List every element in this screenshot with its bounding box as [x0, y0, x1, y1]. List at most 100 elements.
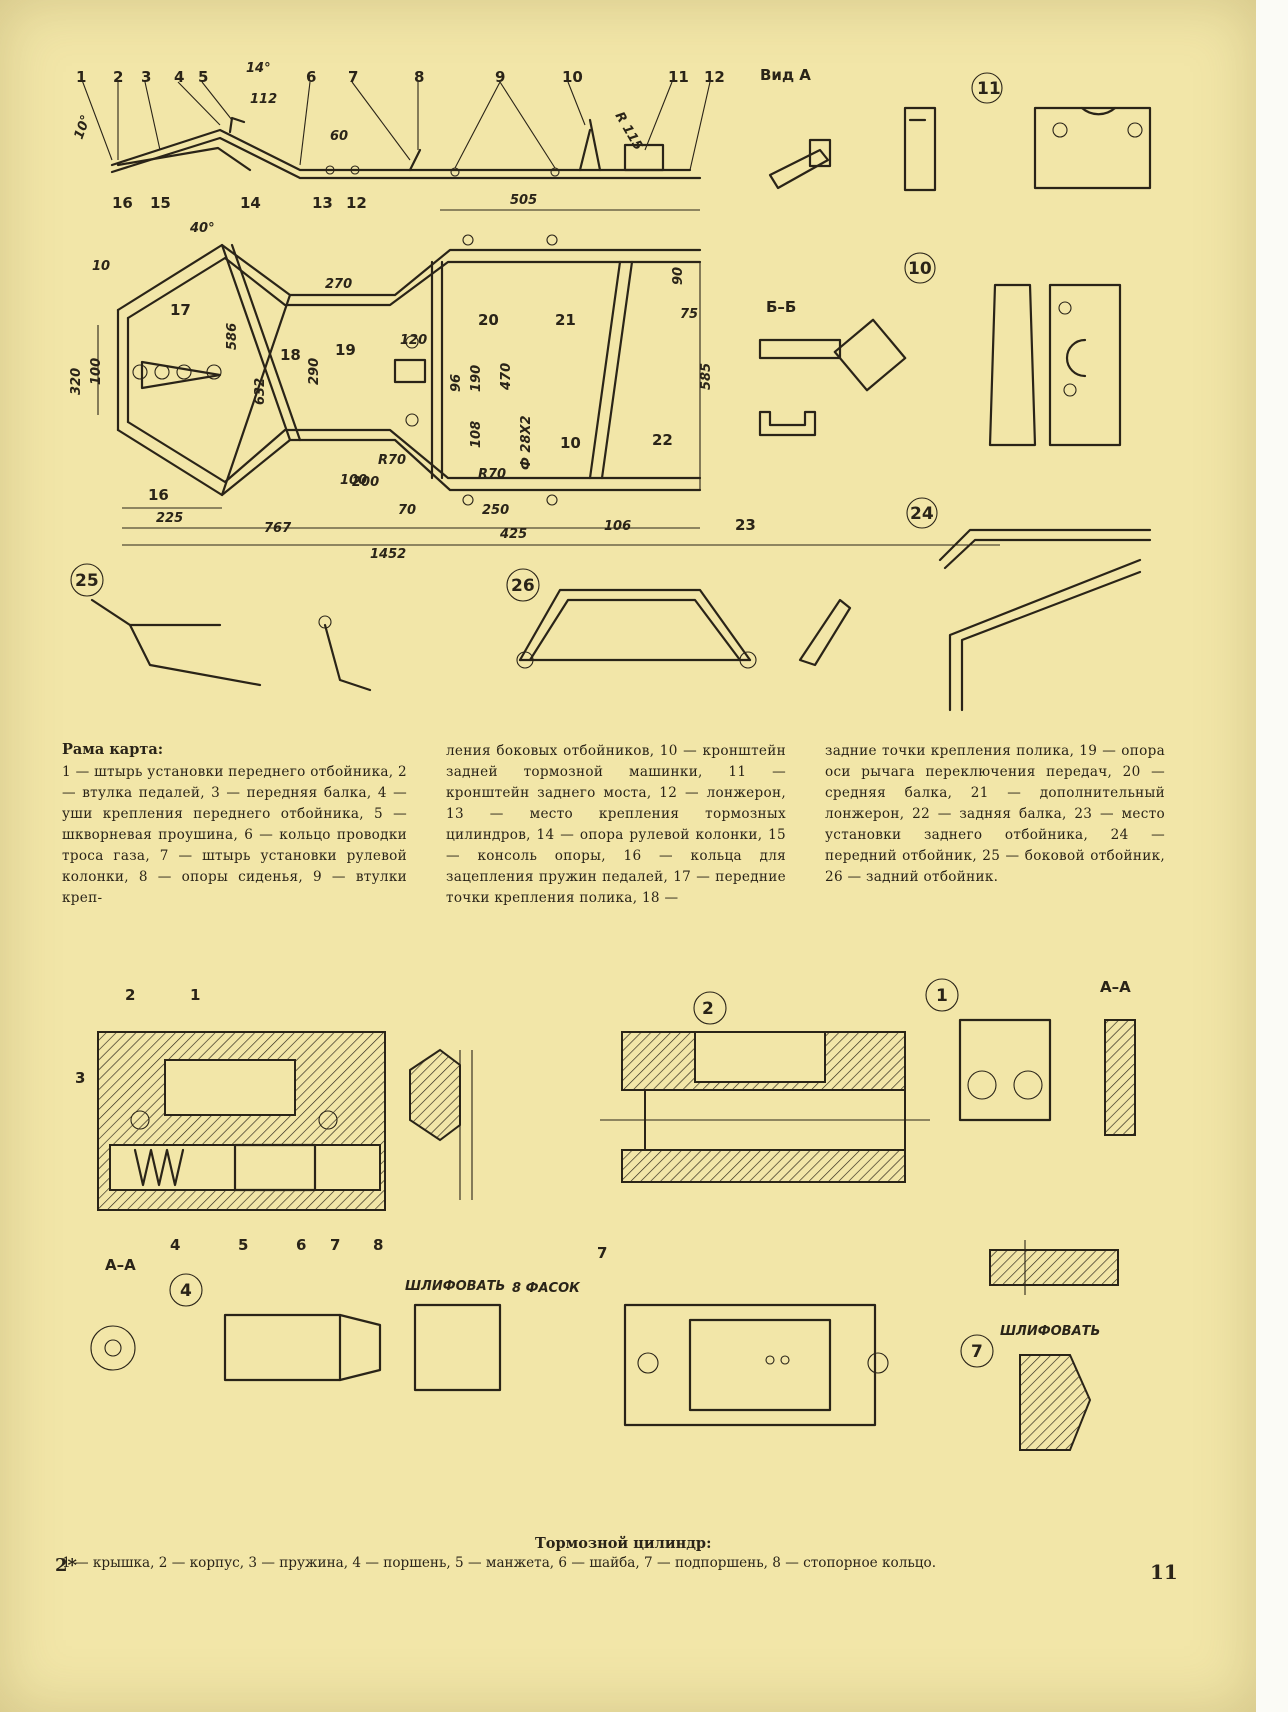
bc-callout-4: 4 [170, 1236, 180, 1254]
callout-23: 23 [735, 516, 756, 534]
dim-r70b: R70 [478, 467, 506, 482]
frame-caption-col2: ления боковых отбойников, 10 — кронштейн… [446, 743, 786, 906]
dim-585: 585 [699, 363, 714, 390]
part-7b-number: 7 [971, 1342, 983, 1362]
part-7-detail: 7 ШЛИФОВАТЬ [960, 1324, 1100, 1451]
callout-11: 11 [668, 68, 689, 86]
dim-100b: 100 [340, 473, 367, 488]
technical-drawing: 1 2 3 4 5 6 7 8 9 10 11 12 10° 14° 112 6… [69, 61, 1152, 1451]
dim-96: 96 [449, 374, 464, 392]
callout-18: 18 [280, 346, 301, 364]
section-b-b: Б–Б [758, 298, 907, 437]
aa-label: А–А [1100, 978, 1131, 996]
aa-label-2: А–А [105, 1256, 136, 1274]
dim-320: 320 [69, 368, 84, 395]
dim-586: 586 [225, 323, 240, 350]
part-11-number: 11 [977, 79, 1001, 99]
callout-14: 14 [240, 194, 261, 212]
dim-60: 60 [330, 129, 348, 144]
dim-106: 106 [604, 519, 631, 534]
plan-dimensions: 505 270 10 100 320 586 632 290 120 96 19… [69, 193, 756, 562]
callout-5: 5 [198, 68, 208, 86]
frame-caption-col1: 1 — штырь установки переднего отбойника,… [62, 764, 407, 906]
part-7-plate: 7 [597, 1244, 889, 1427]
dim-14deg: 14° [246, 61, 271, 76]
dim-200: 200 [352, 475, 379, 490]
part-24-number: 24 [910, 504, 934, 524]
frame-caption-title: Рама карта: [62, 741, 164, 758]
brake-cylinder-section: 2 1 3 4 5 6 7 8 [75, 986, 386, 1254]
dim-120: 120 [400, 333, 427, 348]
callout-8: 8 [414, 68, 424, 86]
detail-ii [989, 1240, 1119, 1295]
dim-100: 100 [89, 358, 104, 385]
part-1-lid: 1 А–А [925, 978, 1136, 1136]
brake-caption-title: Тормозной цилиндр: [535, 1535, 712, 1552]
part-25: 25 [70, 563, 372, 692]
dim-108: 108 [469, 421, 484, 448]
part-24: 24 [906, 497, 1152, 712]
callout-9: 9 [495, 68, 505, 86]
callout-7: 7 [348, 68, 358, 86]
callout-15: 15 [150, 194, 171, 212]
dim-632: 632 [253, 378, 268, 405]
dim-270: 270 [325, 277, 352, 292]
brake-caption-text: 1 — крышка, 2 — корпус, 3 — пружина, 4 —… [62, 1555, 937, 1571]
callout-13: 13 [312, 194, 333, 212]
part-4-piston: 4 А–А ШЛИФОВАТЬ 8 ФАСОК [90, 1256, 581, 1392]
frame-plan-view [97, 209, 1000, 546]
part-2-number: 2 [702, 999, 714, 1019]
callout-12: 12 [704, 68, 725, 86]
part-2-body: 2 [600, 991, 930, 1183]
dim-767: 767 [264, 521, 292, 536]
page-number: 11 [1150, 1560, 1178, 1584]
frame-side-view [81, 79, 711, 180]
callout-16b: 16 [148, 486, 169, 504]
bc-callout-2: 2 [125, 986, 135, 1004]
dim-10deg: 10° [72, 113, 95, 141]
dim-75: 75 [680, 307, 698, 322]
part-26: 26 [506, 568, 852, 669]
callout-1: 1 [76, 68, 86, 86]
part-10-number: 10 [908, 259, 932, 279]
bc-callout-8: 8 [373, 1236, 383, 1254]
callout-6: 6 [306, 68, 316, 86]
part-11: 11 [903, 72, 1152, 192]
bc-callout-5: 5 [238, 1236, 248, 1254]
callout-4: 4 [174, 68, 184, 86]
bc-callout-1: 1 [190, 986, 200, 1004]
view-a: Вид А [760, 66, 832, 190]
detail-i [409, 1048, 473, 1200]
shlifovat-label-2: ШЛИФОВАТЬ [1000, 1324, 1100, 1339]
callout-2: 2 [113, 68, 123, 86]
dim-190: 190 [469, 365, 484, 392]
bc-callout-7: 7 [330, 1236, 340, 1254]
dim-40deg: 40° [189, 221, 215, 236]
shlifovat-label: ШЛИФОВАТЬ [405, 1279, 505, 1294]
page-edge [1256, 0, 1288, 1712]
dim-r115: R 115 [612, 110, 646, 154]
dim-phi28: Ф 28Х2 [519, 415, 534, 470]
dim-70: 70 [398, 503, 416, 518]
dim-290: 290 [307, 358, 322, 385]
section-b-b-label: Б–Б [766, 298, 796, 316]
dim-470: 470 [499, 363, 514, 391]
callout-10: 10 [562, 68, 583, 86]
bc-callout-6: 6 [296, 1236, 306, 1254]
dim-250: 250 [482, 503, 509, 518]
dim-10: 10 [92, 259, 110, 274]
callout-17: 17 [170, 301, 191, 319]
callout-12b: 12 [346, 194, 367, 212]
bc-callout-3: 3 [75, 1069, 85, 1087]
callout-10b: 10 [560, 434, 581, 452]
dim-112: 112 [250, 92, 277, 107]
p7-callout: 7 [597, 1244, 607, 1262]
frame-caption-col3: задние точки крепления полика, 19 — опор… [825, 743, 1165, 885]
part-25-number: 25 [75, 571, 99, 591]
fasok-label: 8 ФАСОК [512, 1281, 581, 1296]
dim-90: 90 [671, 267, 686, 285]
callout-20: 20 [478, 311, 499, 329]
part-26-number: 26 [511, 576, 535, 596]
callout-16: 16 [112, 194, 133, 212]
signature-mark: 2* [55, 1555, 77, 1576]
